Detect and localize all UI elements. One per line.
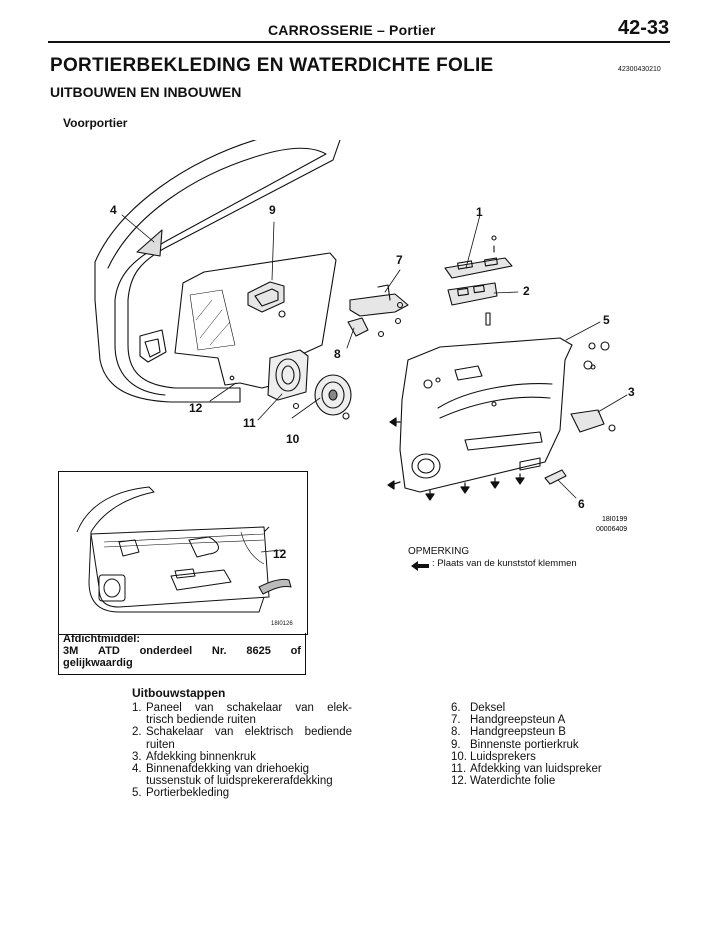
callout-8: 8	[334, 347, 341, 361]
sealant-label: Afdichtmiddel:	[63, 633, 140, 645]
door-frame-outline	[94, 140, 341, 403]
inset-callout-12: 12	[273, 547, 287, 561]
header-rule	[48, 41, 670, 43]
window-switch-panel	[444, 235, 513, 279]
page-title: PORTIERBEKLEDING EN WATERDICHTE FOLIE	[50, 55, 494, 76]
speaker-cover	[267, 349, 309, 410]
sealant-word: of	[290, 645, 301, 657]
handle-bracket-a	[349, 284, 409, 325]
document-code: 42300430210	[618, 66, 661, 73]
window-switch	[447, 282, 498, 326]
list-item: 5. Portierbekleding	[132, 787, 230, 800]
door-trim	[399, 337, 573, 493]
callout-2: 2	[523, 284, 530, 298]
callout-11: 11	[243, 416, 256, 430]
note-title: OPMERKING	[408, 546, 470, 557]
callout-3: 3	[628, 385, 635, 399]
figure-number: 00006409	[596, 526, 627, 533]
callout-12: 12	[189, 401, 203, 415]
sealant-word: ATD	[98, 645, 120, 657]
callout-9: 9	[269, 203, 276, 217]
steps-heading: Uitbouwstappen	[132, 686, 226, 700]
sealant-detail-inset: 12 18I0126	[58, 471, 308, 635]
list-item: 10.Luidsprekers	[451, 750, 536, 763]
inner-door-handle	[247, 281, 286, 318]
list-item: 8.Handgreepsteun B	[451, 726, 566, 739]
sealant-word: 8625	[246, 645, 271, 657]
sealant-detail-drawing: 12 18I0126	[76, 486, 293, 627]
callout-5: 5	[603, 313, 610, 327]
list-item: 1. Paneel van schakelaar van elek- trisc…	[132, 702, 352, 727]
handle-bracket-b	[347, 317, 385, 338]
list-item: 11.Afdekking van luidspreker	[451, 763, 602, 776]
callout-1: 1	[476, 205, 483, 219]
speaker	[314, 374, 352, 420]
section-label: Voorportier	[63, 116, 128, 130]
list-item: 9.Binnenste portierkruk	[451, 738, 579, 751]
inner-handle-cover	[570, 409, 616, 433]
sealant-word: Nr.	[211, 645, 227, 657]
callout-10: 10	[286, 432, 300, 446]
inset-figure-code: 18I0126	[271, 621, 293, 627]
note-text: : Plaats van de kunststof klemmen	[432, 558, 577, 569]
sealant-word: 3M	[63, 645, 79, 657]
callout-7: 7	[396, 253, 403, 267]
list-item: 12.Waterdichte folie	[451, 775, 556, 788]
list-item: 6.Deksel	[451, 702, 506, 714]
door-exploded-diagram: 4 9 1 7 2 5 8 3 12 11 10 6 18I0199 00006…	[94, 140, 635, 533]
left-arrow-icon	[411, 561, 429, 571]
triangle-cover	[136, 229, 163, 257]
sealant-equivalent: gelijkwaardig	[63, 657, 133, 669]
list-item: 3. Afdekking binnenkruk	[132, 750, 256, 763]
list-item: 2. Schakelaar van elektrisch bediende ru…	[132, 726, 352, 751]
sealant-word: onderdeel	[139, 645, 193, 657]
callout-4: 4	[110, 203, 117, 217]
page-subtitle: UITBOUWEN EN INBOUWEN	[50, 84, 242, 100]
list-item: 7.Handgreepsteun A	[451, 714, 566, 727]
callout-6: 6	[578, 497, 585, 511]
waterproof-film	[174, 252, 337, 389]
sealant-spec-box: Afdichtmiddel: 3M ATD onderdeel Nr. 8625…	[58, 633, 306, 675]
list-item: 4. Binnenafdekking van driehoekig tussen…	[132, 763, 333, 788]
steps-list-left: 1. Paneel van schakelaar van elek- trisc…	[132, 702, 352, 800]
page-number: 42-33	[618, 17, 670, 39]
steps-list-right: 6.Deksel 7.Handgreepsteun A 8.Handgreeps…	[451, 702, 651, 787]
section-header: CARROSSERIE – Portier	[268, 22, 436, 38]
sealant-product-line: 3M ATD onderdeel Nr. 8625 of	[63, 645, 301, 657]
figure-code: 18I0199	[602, 516, 627, 523]
lid	[544, 469, 567, 485]
